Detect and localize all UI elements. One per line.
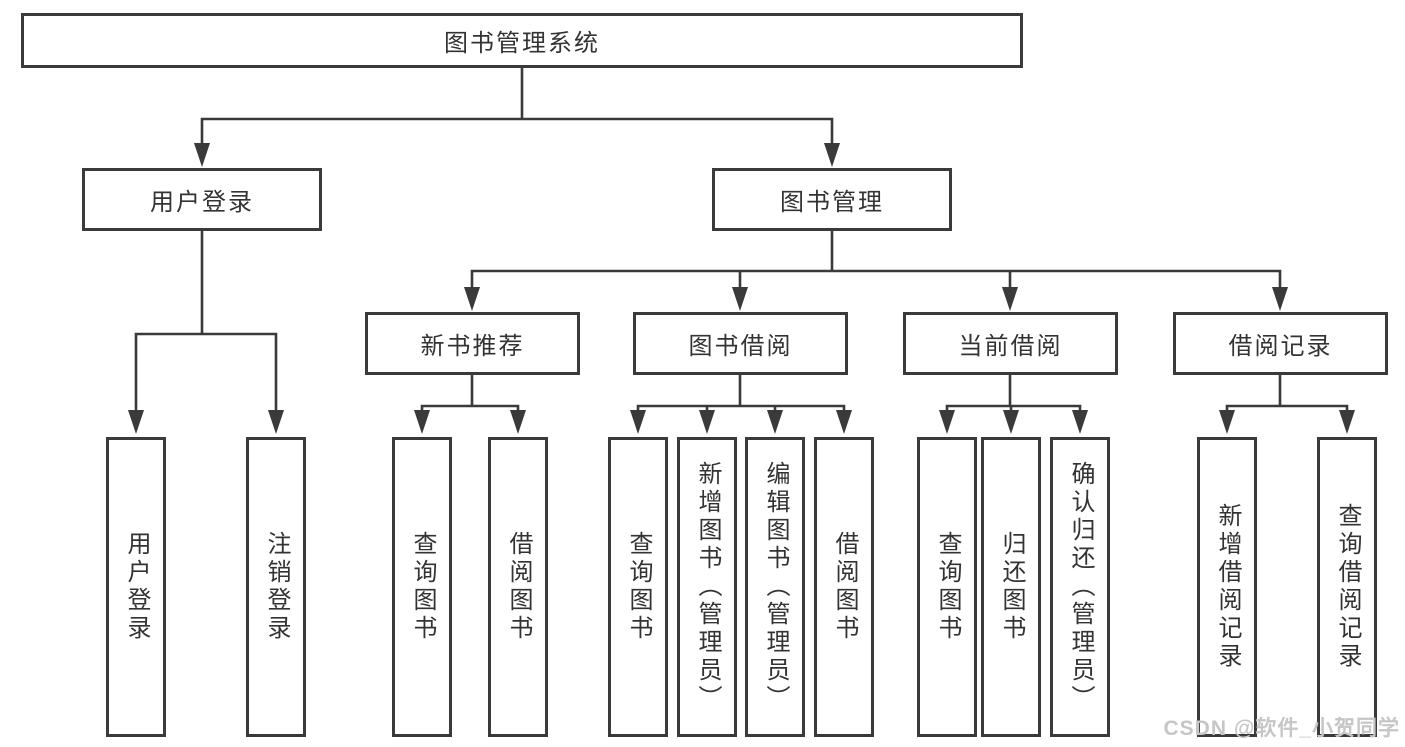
leaf-user-login: 用户登录 [106,437,166,737]
node-new-book-recommend: 新书推荐 [365,312,580,375]
leaf-query-books-current: 查询图书 [917,437,977,737]
node-user-login: 用户登录 [82,168,322,231]
leaf-borrow-books-recommend: 借阅图书 [488,437,548,737]
leaf-logout: 注销登录 [246,437,306,737]
connector-borrow-record-branch [1225,371,1349,416]
leaf-query-borrow-record: 查询借阅记录 [1317,437,1377,737]
leaf-return-books: 归还图书 [981,437,1041,737]
leaf-query-books-recommend: 查询图书 [392,437,452,737]
leaf-borrow-books: 借阅图书 [814,437,874,737]
leaf-edit-books-admin: 编辑图书（管理员） [745,437,805,737]
leaf-add-borrow-record: 新增借阅记录 [1197,437,1257,737]
csdn-watermark: CSDN @软件_小贺同学 [1163,717,1400,740]
connector-book-borrow-branch [636,371,846,416]
leaf-confirm-return-admin: 确认归还（管理员） [1050,437,1110,737]
leaf-query-books-borrow: 查询图书 [608,437,668,737]
node-current-borrow: 当前借阅 [903,312,1118,375]
connector-current-borrow-branch [945,371,1082,416]
connector-root-to-level2 [200,64,834,148]
connector-user-login-branch [134,227,278,416]
arrowheads [128,143,1355,434]
node-book-borrow: 图书借阅 [633,312,848,375]
node-root-system: 图书管理系统 [21,13,1023,68]
connector-book-management-branch [470,227,1282,292]
node-book-management: 图书管理 [712,168,952,231]
node-borrow-record: 借阅记录 [1173,312,1388,375]
leaf-add-books-admin: 新增图书（管理员） [677,437,737,737]
connector-new-book-branch [420,371,520,416]
